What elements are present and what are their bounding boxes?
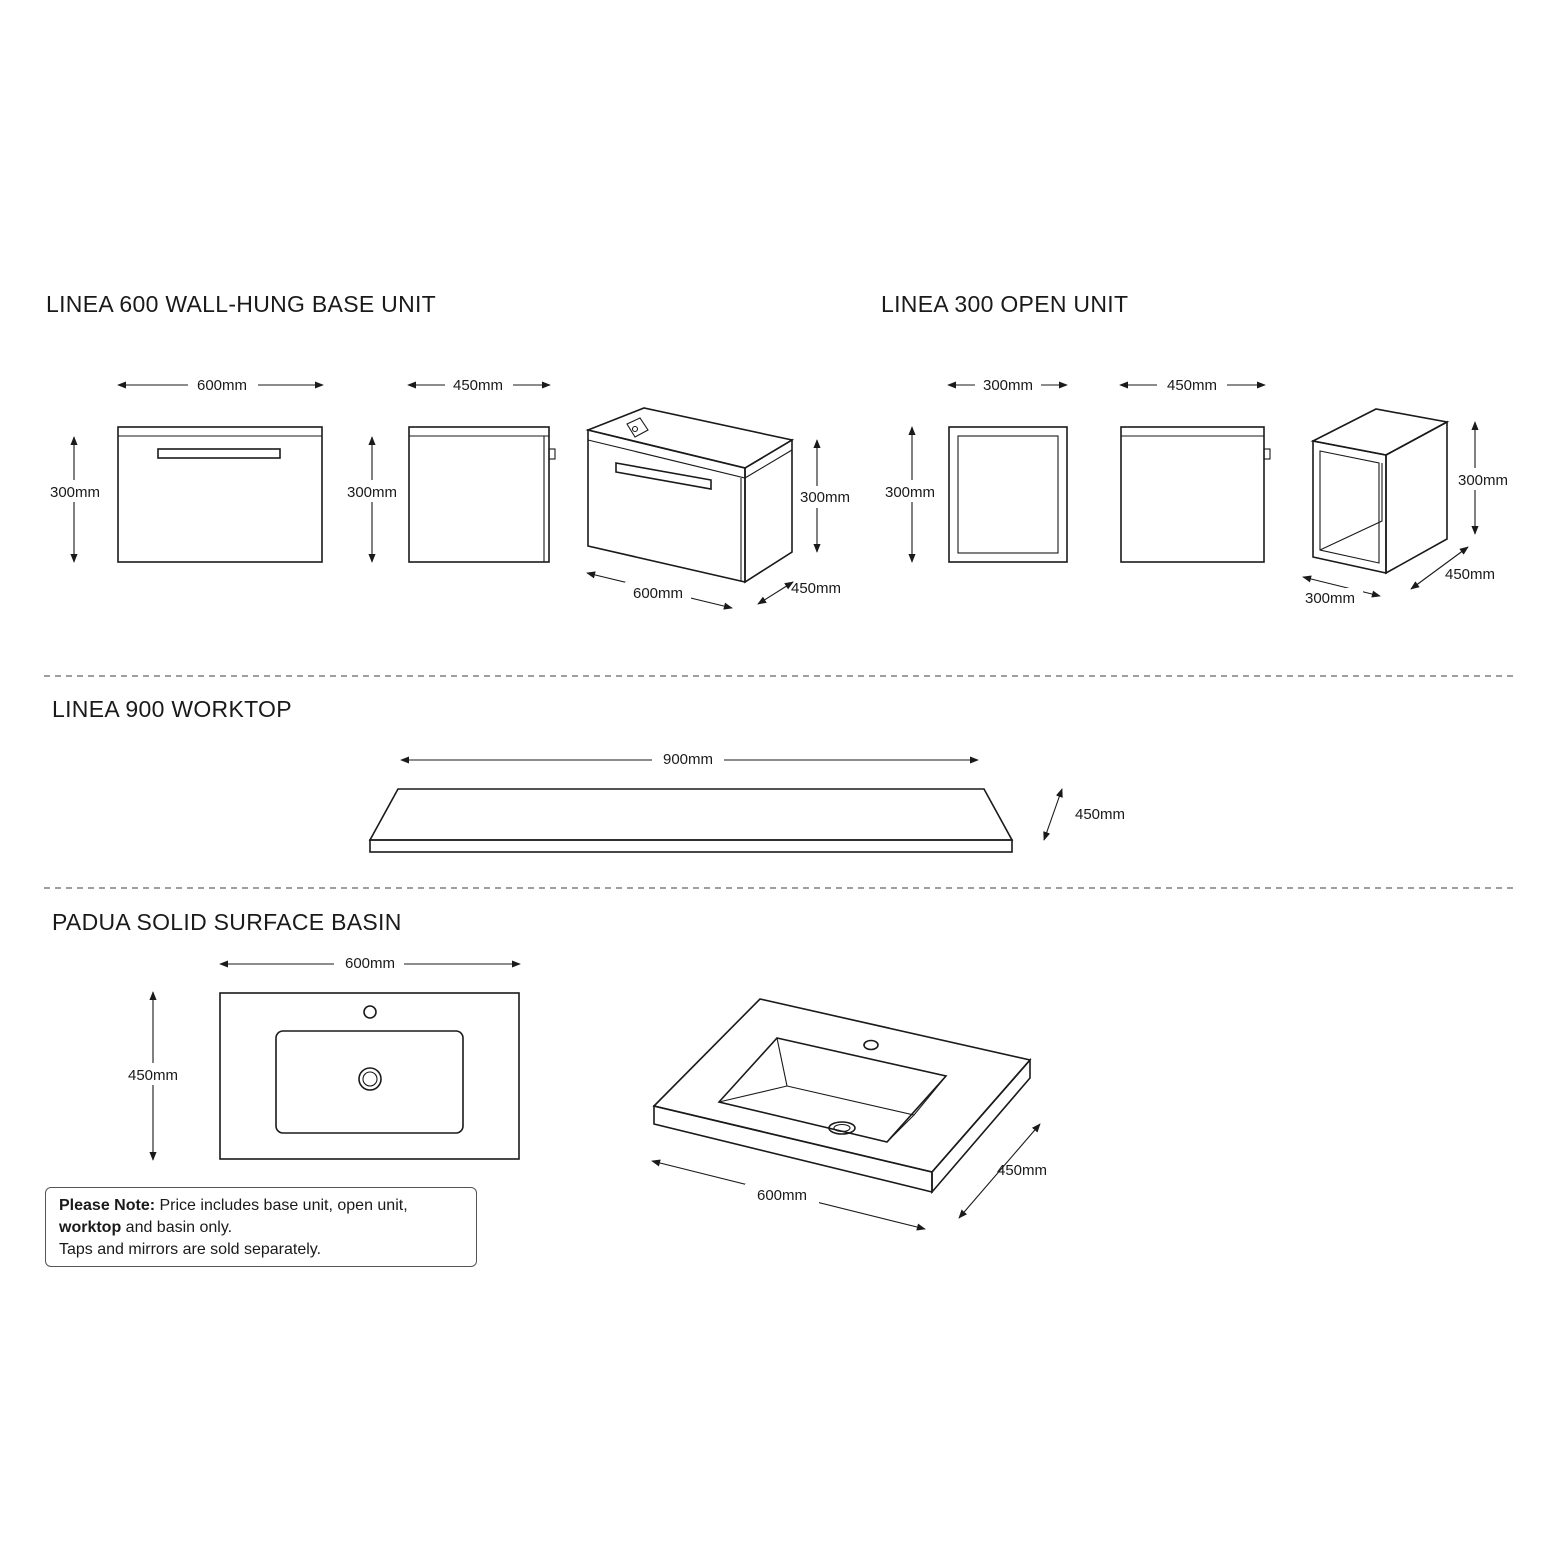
- base-front-width-label: 600mm: [197, 377, 247, 394]
- base-iso-top-thickness: [587, 439, 793, 479]
- basin-iso-side: [931, 1057, 1031, 1195]
- base-unit-section: LINEA 600 WALL-HUNG BASE UNIT 600mm 300m…: [44, 291, 855, 610]
- open-iso-opening: [1319, 450, 1380, 564]
- open-iso-depth-arrow: [1410, 546, 1469, 590]
- note-text-2: and basin only.: [121, 1219, 233, 1236]
- basin-title: PADUA SOLID SURFACE BASIN: [52, 909, 402, 935]
- note-line-3: Taps and mirrors are sold separately.: [59, 1241, 322, 1258]
- base-front-height-label: 300mm: [50, 484, 100, 501]
- open-front-outer: [948, 426, 1068, 563]
- basin-iso-bowl-back: [718, 1037, 788, 1103]
- basin-top-view: 600mm 450mm: [120, 952, 521, 1161]
- note-text-1: Price includes base unit, open unit,: [155, 1197, 408, 1214]
- basin-section: PADUA SOLID SURFACE BASIN 600mm 450mm: [52, 909, 1047, 1231]
- open-unit-section: LINEA 300 OPEN UNIT 300mm 300mm 450mm: [880, 291, 1514, 608]
- open-iso-height-label: 300mm: [1458, 472, 1508, 489]
- base-iso-front: [587, 428, 746, 584]
- base-unit-title: LINEA 600 WALL-HUNG BASE UNIT: [46, 291, 436, 317]
- note-bold-worktop: worktop: [59, 1219, 122, 1236]
- basin-iso-view: 600mm 450mm: [651, 998, 1047, 1231]
- worktop-section: LINEA 900 WORKTOP 900mm 450mm: [52, 696, 1125, 853]
- basin-iso-top: [652, 998, 1032, 1173]
- open-iso-width-label: 300mm: [1305, 590, 1355, 607]
- open-side-depth-label: 450mm: [1167, 377, 1217, 394]
- base-unit-front-view: 600mm 300mm: [44, 374, 324, 563]
- basin-top-outline: [219, 992, 520, 1160]
- basin-iso-width-label: 600mm: [757, 1187, 807, 1204]
- base-unit-iso-view: 300mm 600mm 450mm: [585, 407, 855, 610]
- open-iso-inner-back: [1319, 463, 1383, 551]
- basin-iso-waste: [828, 1121, 856, 1135]
- worktop-top-face: [368, 788, 1014, 841]
- base-side-bracket: [548, 448, 556, 460]
- base-iso-height-label: 300mm: [800, 489, 850, 506]
- base-side-height-label: 300mm: [347, 484, 397, 501]
- basin-iso-bowl-floor: [786, 1075, 947, 1116]
- basin-iso-bowl-rim: [717, 1037, 948, 1143]
- basin-top-waste-inner: [362, 1071, 378, 1087]
- note-line-2: worktop and basin only.: [59, 1217, 463, 1239]
- basin-top-bowl: [275, 1030, 464, 1134]
- base-iso-side: [744, 438, 793, 584]
- open-front-height-label: 300mm: [885, 484, 935, 501]
- open-side-bracket: [1263, 448, 1271, 460]
- basin-iso-tap-hole: [863, 1039, 879, 1051]
- open-unit-title: LINEA 300 OPEN UNIT: [881, 291, 1128, 317]
- base-iso-bracket-hole: [631, 425, 639, 433]
- note-line-1: Please Note: Price includes base unit, o…: [59, 1195, 463, 1217]
- basin-top-waste-outer: [358, 1067, 382, 1091]
- base-iso-bracket: [626, 417, 649, 438]
- open-unit-iso-view: 300mm 300mm 450mm: [1297, 408, 1514, 608]
- note-label: Please Note:: [59, 1197, 156, 1214]
- worktop-depth-label: 450mm: [1075, 806, 1125, 823]
- base-front-handle: [157, 448, 281, 459]
- open-side-body: [1120, 426, 1265, 563]
- open-front-inner: [957, 435, 1059, 554]
- open-front-width-label: 300mm: [983, 377, 1033, 394]
- base-iso-handle: [615, 462, 712, 490]
- open-iso-depth-label: 450mm: [1445, 566, 1495, 583]
- open-iso-front: [1312, 440, 1387, 574]
- basin-top-depth-label: 450mm: [128, 1067, 178, 1084]
- worktop-front-edge: [369, 839, 1013, 853]
- basin-top-tap-hole: [363, 1005, 377, 1019]
- base-side-body: [408, 426, 550, 563]
- open-unit-side-view: 450mm: [1119, 374, 1271, 563]
- open-iso-side: [1385, 420, 1448, 575]
- basin-iso-depth-label: 450mm: [997, 1162, 1047, 1179]
- basin-top-width-label: 600mm: [345, 955, 395, 972]
- open-unit-front-view: 300mm 300mm: [880, 374, 1068, 563]
- basin-iso-bowl-corner: [886, 1114, 915, 1143]
- open-iso-width-arrow: [1302, 575, 1381, 598]
- worktop-depth-arrow: [1043, 788, 1063, 841]
- base-side-depth-label: 450mm: [453, 377, 503, 394]
- worktop-title: LINEA 900 WORKTOP: [52, 696, 292, 722]
- worktop-width-label: 900mm: [663, 751, 713, 768]
- basin-iso-waste-inner: [833, 1123, 851, 1133]
- base-front-body: [117, 426, 323, 563]
- price-note-box: Please Note: Price includes base unit, o…: [45, 1187, 477, 1267]
- base-iso-depth-label: 450mm: [791, 580, 841, 597]
- base-iso-depth-arrow: [757, 581, 794, 605]
- base-iso-width-label: 600mm: [633, 585, 683, 602]
- basin-iso-depth-arrow: [958, 1123, 1041, 1219]
- base-unit-side-view: 450mm 300mm: [342, 374, 556, 563]
